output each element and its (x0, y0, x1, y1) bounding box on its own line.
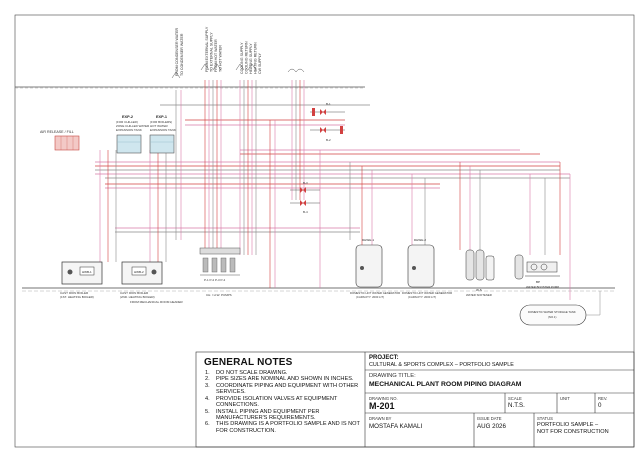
booster-pump: BP WATER BOOSTER PUMP (514, 254, 560, 289)
svg-text:DOMESTIC WATER STORAGE TANK: DOMESTIC WATER STORAGE TANK (528, 310, 576, 314)
general-notes-list: 1.DO NOT SCALE DRAWING. 2.PIPE SIZES ARE… (202, 370, 362, 434)
rev-label: REV. (598, 396, 608, 401)
heater-dhwh-1: DHWH-1 DOMESTIC HOT WATER GENERATOR (CAP… (350, 238, 400, 299)
status-value-line-1: PORTFOLIO SAMPLE – (537, 422, 599, 428)
note-item: 2.PIPE SIZES ARE NOMINAL AND SHOWN IN IN… (205, 376, 354, 383)
riser-label: COOLING RETURN (245, 41, 249, 74)
svg-text:HWB-1: HWB-1 (82, 270, 92, 274)
domestic-storage-tank: DOMESTIC WATER STORAGE TANK (NO.1) (519, 291, 601, 326)
svg-text:EXPANSION TANK: EXPANSION TANK (150, 128, 176, 132)
svg-text:ZONE CHILLED WATER: ZONE CHILLED WATER (116, 124, 150, 128)
svg-text:HWB-2: HWB-2 (134, 270, 144, 274)
drawn-by-value: MOSTAFA KAMALI (369, 423, 423, 430)
status-value-line-2: NOT FOR CONSTRUCTION (537, 429, 609, 435)
svg-text:(NO.1): (NO.1) (548, 315, 556, 319)
riser-label: FROM HOT WATER (214, 39, 218, 72)
scale-label: SCALE (508, 396, 522, 401)
svg-text:(2ND. HEATING BOILER): (2ND. HEATING BOILER) (120, 295, 155, 299)
note-item: 6.THIS DRAWING IS A PORTFOLIO SAMPLE AND… (205, 421, 360, 434)
pump-tags: P-1 P-2 P-3 P-4 (204, 278, 226, 282)
svg-text:WATER BOOSTER PUMP: WATER BOOSTER PUMP (526, 285, 559, 289)
svg-text:CAST IRON BOILER: CAST IRON BOILER (60, 291, 89, 295)
drawing-no-label: DRAWING NO. (369, 396, 398, 401)
svg-text:(FOR CHILLER): (FOR CHILLER) (116, 120, 138, 124)
header-caption: FROM MECHANICAL ROOM HEADER (130, 300, 184, 304)
svg-text:CAST IRON BOILER: CAST IRON BOILER (120, 291, 149, 295)
heater-dhwh-2: DHWH-2 DOMESTIC HOT WATER GENERATOR (CAP… (402, 238, 452, 299)
svg-text:EXPANSION TANK: EXPANSION TANK (116, 128, 142, 132)
note-item: 1.DO NOT SCALE DRAWING. (205, 370, 288, 376)
riser-labels-b: FROM EXTERNAL SUPPLY TO EXTERNAL SUPPLY … (205, 26, 223, 72)
svg-text:B-1: B-1 (326, 102, 331, 106)
boiler-hwb-2: HWB-2 CAST IRON BOILER (2ND. HEATING BOI… (120, 261, 163, 299)
svg-text:B-2: B-2 (326, 138, 331, 142)
riser-label: TO CONDENSER WATER (180, 33, 184, 76)
issue-date-value: AUG 2026 (477, 423, 506, 430)
general-notes-title: GENERAL NOTES (204, 357, 293, 368)
drawn-by-label: DRAWN BY (369, 416, 392, 421)
svg-text:(CAPACITY: 2000 LIT): (CAPACITY: 2000 LIT) (408, 295, 436, 299)
riser-label: TO HOT WATER (219, 45, 223, 72)
drawing-title-label: DRAWING TITLE: (369, 373, 416, 379)
status-label: STATUS (537, 416, 553, 421)
rev-value: 0 (598, 402, 602, 409)
main-headers (95, 104, 570, 233)
riser-labels-a: FROM CONDENSER WATER TO CONDENSER WATER (175, 27, 184, 76)
valve-cluster-upper: B-1 B-2 (310, 102, 345, 142)
svg-text:(1ST. HEATING BOILER): (1ST. HEATING BOILER) (60, 295, 94, 299)
riser-tops (171, 63, 305, 79)
air-release-label: AIR RELEASE / FILL (40, 130, 74, 134)
risers (99, 80, 571, 300)
note-item: 4.PROVIDE ISOLATION VALVES AT EQUIPMENT … (205, 395, 338, 409)
svg-text:DOMESTIC HOT WATER GENERATOR: DOMESTIC HOT WATER GENERATOR (402, 291, 452, 295)
svg-text:(CAPACITY: 2000 LIT): (CAPACITY: 2000 LIT) (356, 295, 384, 299)
riser-label: HEATING SUPPLY (249, 43, 253, 74)
svg-text:DHWH-1: DHWH-1 (362, 238, 374, 242)
riser-label: FROM EXTERNAL SUPPLY (205, 26, 209, 72)
valve-cluster-lower: B-3 B-4 (290, 181, 320, 214)
unit-label: UNIT (560, 396, 570, 401)
project-value: CULTURAL & SPORTS COMPLEX – PORTFOLIO SA… (369, 362, 514, 368)
riser-label: HEATING RETURN (254, 42, 258, 74)
riser-label: COOLING SUPPLY (240, 42, 244, 74)
title-block-frame (195, 351, 635, 448)
note-item: 5.INSTALL PIPING AND EQUIPMENT PER MANUF… (205, 408, 320, 421)
expansion-tank-exp-2: EXP-2 (FOR CHILLER) ZONE CHILLED WATER E… (116, 115, 150, 154)
issue-date-label: ISSUE DATE (477, 416, 502, 421)
boiler-hwb-1: HWB-1 CAST IRON BOILER (1ST. HEATING BOI… (60, 261, 103, 299)
svg-text:DOMESTIC HOT WATER GENERATOR: DOMESTIC HOT WATER GENERATOR (350, 291, 400, 295)
drawing-title-value: MECHANICAL PLANT ROOM PIPING DIAGRAM (369, 381, 522, 388)
svg-text:B-4: B-4 (303, 210, 308, 214)
svg-text:WATER SOFTENER: WATER SOFTENER (466, 293, 492, 297)
scale-value: N.T.S. (508, 402, 525, 409)
air-release-tank: AIR RELEASE / FILL (40, 130, 80, 151)
svg-text:BP: BP (536, 280, 540, 284)
expansion-tank-exp-1: EXP-1 (FOR BOILERS) HOT WATER EXPANSION … (149, 115, 176, 154)
svg-text:(FOR BOILERS): (FOR BOILERS) (150, 120, 172, 124)
svg-text:EXP-1: EXP-1 (156, 115, 167, 119)
svg-text:DHWH-2: DHWH-2 (414, 238, 426, 242)
riser-label: TO EXTERNAL SUPPLY (210, 32, 214, 72)
pump-set: P-1 P-2 P-3 P-4 CH. / H.W. PUMPS (199, 247, 241, 297)
riser-label: FROM CONDENSER WATER (175, 27, 179, 76)
riser-labels-c: COOLING SUPPLY COOLING RETURN HEATING SU… (240, 41, 262, 74)
project-label: PROJECT: (369, 355, 399, 361)
svg-text:EXP-2: EXP-2 (122, 115, 133, 119)
svg-text:HOT WATER: HOT WATER (150, 124, 168, 128)
riser-label: CW SUPPLY (258, 52, 262, 74)
water-softener: W-S WATER SOFTENER (465, 249, 495, 297)
svg-text:B-3: B-3 (303, 181, 308, 185)
svg-text:W-S: W-S (476, 288, 482, 292)
note-item: 3.COORDINATE PIPING AND EQUIPMENT WITH O… (205, 382, 359, 396)
drawing-no-value: M-201 (369, 401, 395, 411)
pump-caption: CH. / H.W. PUMPS (206, 293, 232, 297)
